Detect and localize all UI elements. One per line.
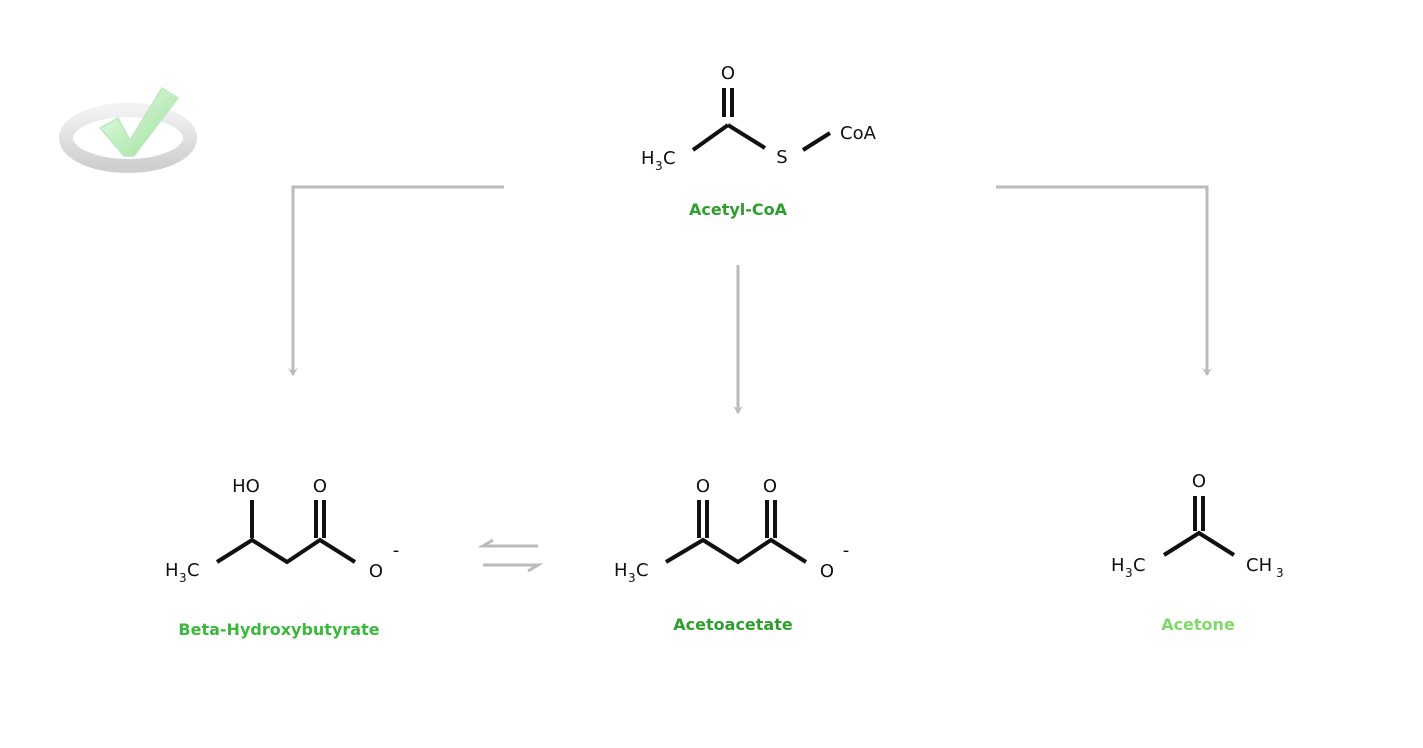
svg-text:H: H <box>1111 555 1125 576</box>
svg-text:O: O <box>721 63 735 84</box>
svg-text:O: O <box>313 476 327 497</box>
acetone-label: Acetone <box>1161 615 1235 634</box>
svg-text:3: 3 <box>655 159 663 173</box>
svg-text:S: S <box>776 147 787 168</box>
svg-text:HO: HO <box>232 476 260 497</box>
acetyl-coa-label: Acetyl-CoA <box>689 200 788 219</box>
arrow-to-beta-hydroxybutyrate <box>288 185 504 376</box>
svg-text:3: 3 <box>179 571 187 585</box>
svg-text:3: 3 <box>1125 566 1133 580</box>
svg-text:CH: CH <box>1246 555 1272 576</box>
svg-text:O: O <box>696 476 710 497</box>
svg-text:H: H <box>165 560 179 581</box>
svg-text:CoA: CoA <box>840 123 877 144</box>
acetyl-coa-structure: O H 3 C S CoA <box>641 63 877 173</box>
equilibrium-arrows <box>477 538 544 573</box>
green-checkmark-in-gray-ring-icon <box>59 86 197 173</box>
beta-hydroxybutyrate-label: Beta-Hydroxybutyrate <box>178 620 379 639</box>
svg-text:O: O <box>820 561 834 582</box>
svg-text:-: - <box>843 540 850 561</box>
svg-text:H: H <box>614 560 628 581</box>
svg-text:C: C <box>636 560 649 581</box>
svg-text:O: O <box>1192 471 1206 492</box>
svg-text:-: - <box>393 540 400 561</box>
svg-text:H: H <box>641 148 655 169</box>
svg-text:C: C <box>1133 555 1146 576</box>
svg-text:C: C <box>187 560 200 581</box>
acetone-structure: O H 3 C CH 3 <box>1111 471 1284 580</box>
svg-text:3: 3 <box>1276 566 1284 580</box>
svg-text:O: O <box>369 561 383 582</box>
acetoacetate-label: Acetoacetate <box>673 615 793 634</box>
acetoacetate-structure: O O H 3 C O - <box>614 476 849 585</box>
svg-text:O: O <box>763 476 777 497</box>
svg-text:3: 3 <box>628 571 636 585</box>
svg-text:C: C <box>663 148 676 169</box>
beta-hydroxybutyrate-structure: HO O H 3 C O - <box>165 476 399 585</box>
arrow-to-acetone <box>996 185 1212 376</box>
